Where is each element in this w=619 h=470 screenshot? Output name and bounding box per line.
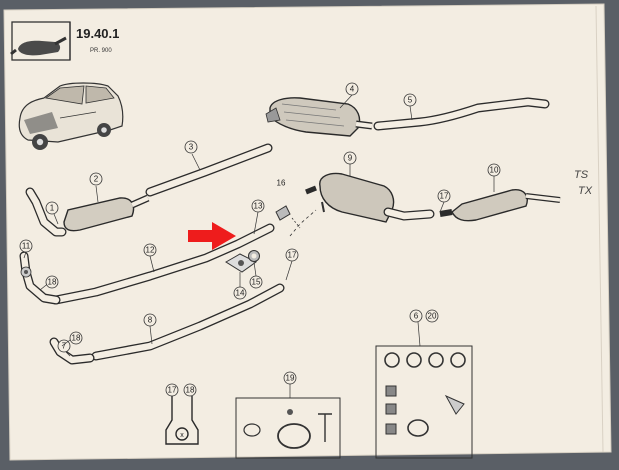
- callout-16: 16: [277, 179, 286, 188]
- flange-18-upper: [20, 266, 32, 278]
- svg-text:1: 1: [50, 204, 55, 213]
- callout-6: 6: [409, 309, 423, 347]
- gasket-14: [225, 253, 257, 273]
- callout-2: 2: [89, 172, 103, 203]
- svg-text:9: 9: [348, 154, 353, 163]
- paper-sheet: [3, 3, 612, 461]
- note-ts: TS: [574, 169, 589, 181]
- svg-text:18: 18: [186, 386, 195, 395]
- front-silencer: [63, 194, 150, 232]
- note-tx: TX: [578, 185, 593, 197]
- svg-text:7: 7: [62, 342, 67, 351]
- svg-text:20: 20: [428, 312, 437, 321]
- callout-11: 11: [19, 239, 33, 259]
- svg-text:16: 16: [277, 179, 286, 188]
- svg-text:15: 15: [252, 278, 261, 287]
- kit-19-box: [235, 397, 341, 459]
- svg-text:4: 4: [350, 85, 355, 94]
- callout-3: 3: [184, 140, 201, 171]
- callout-1: 1: [45, 201, 59, 225]
- kit-6-20-box: [375, 345, 473, 459]
- svg-text:3: 3: [189, 143, 194, 152]
- svg-text:12: 12: [146, 246, 155, 255]
- svg-text:10: 10: [490, 166, 499, 175]
- callout-12: 12: [143, 243, 157, 273]
- clamp-16: [275, 205, 291, 221]
- callout-20: 20: [425, 309, 439, 323]
- handwritten-note: TS TX: [574, 169, 593, 197]
- svg-text:x: x: [180, 432, 184, 439]
- catalytic-converter: [265, 97, 373, 137]
- bracket-17-18: x: [165, 396, 199, 445]
- svg-text:17: 17: [168, 386, 177, 395]
- svg-text:5: 5: [408, 96, 413, 105]
- svg-text:11: 11: [22, 242, 31, 251]
- rear-silencer: [305, 172, 395, 223]
- callout-17-mid: 17: [285, 248, 299, 281]
- car-illustration: [18, 82, 124, 150]
- header-box: 19.40.1 PR. 900: [10, 21, 119, 61]
- svg-text:18: 18: [72, 334, 81, 343]
- callout-5: 5: [403, 93, 417, 121]
- svg-text:17: 17: [288, 251, 297, 260]
- svg-text:13: 13: [254, 202, 263, 211]
- callout-13: 13: [251, 199, 265, 235]
- callout-17-top: 17: [437, 189, 451, 213]
- section-number: 19.40.1: [76, 26, 119, 41]
- tail-silencer: [439, 189, 561, 222]
- svg-text:8: 8: [148, 316, 153, 325]
- svg-text:19: 19: [286, 374, 295, 383]
- svg-text:18: 18: [48, 278, 57, 287]
- callout-4: 4: [339, 82, 359, 109]
- callout-18-upper: 18: [39, 275, 59, 291]
- callout-18-bottom: 18: [183, 383, 197, 397]
- exhaust-silencer-icon: [10, 36, 67, 56]
- callout-7: 7: [57, 339, 71, 357]
- red-pointer-arrow: [188, 222, 236, 250]
- callout-8: 8: [143, 313, 157, 345]
- callout-14: 14: [233, 272, 247, 300]
- svg-text:6: 6: [414, 312, 419, 321]
- callout-9: 9: [343, 151, 357, 176]
- ring-15: [248, 250, 260, 262]
- callout-10: 10: [487, 163, 501, 192]
- svg-text:17: 17: [440, 192, 449, 201]
- callout-15-lower: 15: [249, 261, 263, 289]
- callout-18-lower: 18: [61, 331, 83, 347]
- reference-code: PR. 900: [90, 48, 112, 54]
- callout-17-bottom: 17: [165, 383, 179, 397]
- callout-19: 19: [283, 371, 297, 398]
- svg-text:2: 2: [94, 175, 99, 184]
- svg-text:14: 14: [236, 289, 245, 298]
